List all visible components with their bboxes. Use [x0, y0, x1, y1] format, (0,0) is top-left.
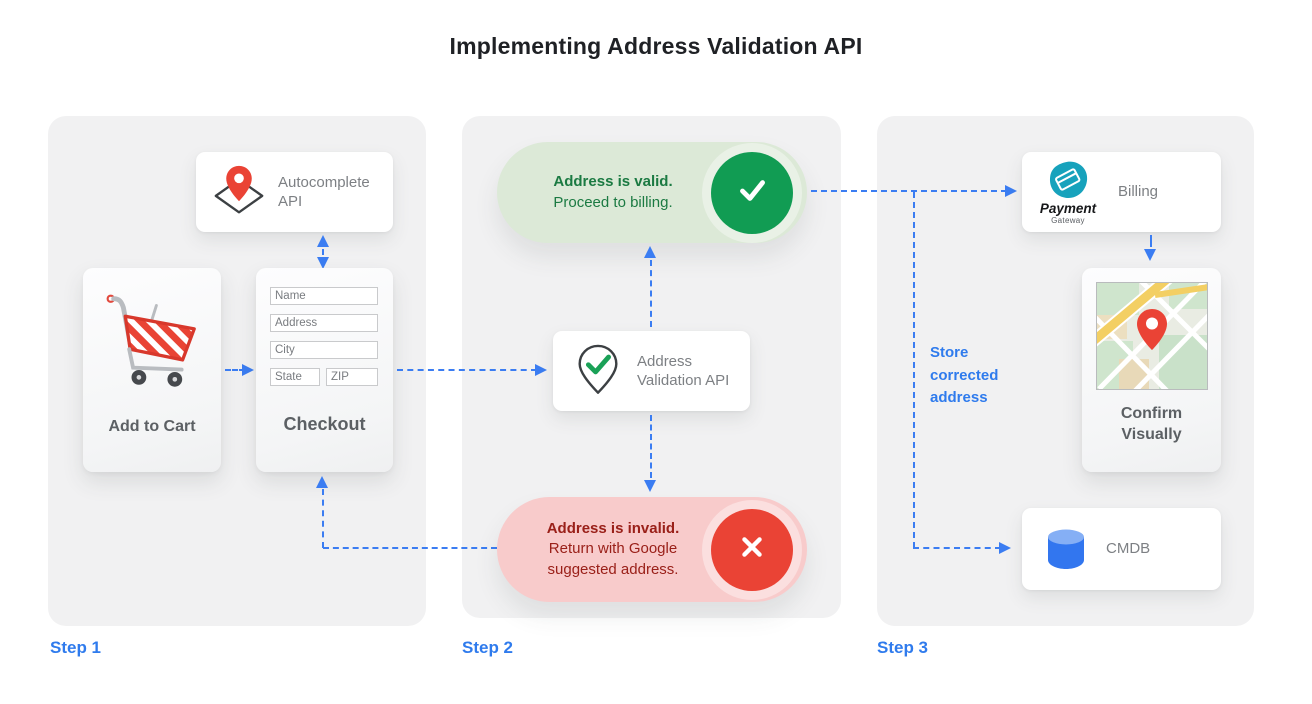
step3-label: Step 3	[877, 638, 929, 657]
checkout-card: Name Address City State ZIP Checkout	[256, 268, 393, 472]
arrow-store-to-cmdb	[999, 541, 1011, 554]
connector-validation-invalid	[650, 415, 652, 478]
payment-logo-subtitle: Gateway	[1051, 215, 1085, 225]
validation-pin-icon	[571, 342, 625, 400]
valid-pill-title: Address is valid.	[553, 173, 673, 191]
connector-cart-checkout	[225, 369, 245, 371]
billing-label: Billing	[1118, 183, 1159, 201]
connector-valid-billing	[811, 190, 1007, 192]
shopping-cart-icon	[96, 290, 208, 395]
store-corrected-address-note: Store corrected address	[930, 344, 999, 406]
connector-store-branch-h	[913, 547, 1001, 549]
database-icon	[1042, 525, 1090, 573]
invalid-pill-subtitle: Return with Google suggested address.	[547, 540, 679, 578]
checkout-state-field: State	[270, 368, 320, 386]
connector-autocomplete-checkout	[322, 249, 324, 255]
confirm-visually-label: Confirm Visually	[1120, 405, 1183, 444]
arrow-invalid-to-checkout	[316, 476, 328, 488]
arrow-valid-to-billing	[1005, 184, 1017, 197]
arrow-checkout-to-validation	[535, 363, 547, 376]
address-valid-pill: Address is valid. Proceed to billing.	[497, 142, 807, 243]
add-to-cart-card: Add to Cart	[83, 268, 221, 472]
arrow-billing-to-confirm	[1144, 249, 1156, 261]
invalid-pill-title: Address is invalid.	[546, 520, 680, 538]
checkout-city-field: City	[270, 341, 378, 359]
connector-store-branch-v	[913, 192, 915, 548]
validation-api-label: Address Validation API	[637, 352, 730, 390]
address-invalid-pill: Address is invalid. Return with Google s…	[497, 497, 807, 602]
checkout-address-field: Address	[270, 314, 378, 332]
add-to-cart-label: Add to Cart	[108, 418, 196, 436]
autocomplete-pin-icon	[210, 163, 268, 221]
invalid-badge	[711, 508, 793, 591]
arrow-validation-to-invalid	[644, 480, 656, 492]
valid-badge	[711, 151, 793, 234]
checkout-label: Checkout	[283, 413, 366, 434]
arrow-down-autocomplete-to-checkout	[317, 257, 329, 269]
map-thumbnail	[1096, 282, 1208, 390]
billing-card: Payment Gateway Billing	[1022, 152, 1221, 232]
validation-api-card: Address Validation API	[553, 331, 750, 411]
connector-billing-confirm	[1150, 235, 1152, 247]
payment-gateway-logo: Payment Gateway	[1034, 160, 1102, 225]
step1-label: Step 1	[50, 638, 102, 657]
connector-validation-valid	[650, 260, 652, 327]
autocomplete-api-card: Autocomplete API	[196, 152, 393, 232]
cmdb-label: CMDB	[1106, 540, 1151, 558]
connector-invalid-return-v	[322, 489, 324, 548]
check-icon	[733, 171, 771, 214]
valid-pill-subtitle: Proceed to billing.	[553, 193, 673, 211]
arrow-cart-to-checkout	[242, 363, 254, 376]
connector-checkout-validation	[397, 369, 537, 371]
connector-invalid-return-h	[323, 547, 497, 549]
checkout-name-field: Name	[270, 287, 378, 305]
arrow-up-checkout-to-autocomplete	[317, 235, 329, 247]
checkout-zip-field: ZIP	[326, 368, 378, 386]
payment-logo-title: Payment	[1039, 200, 1097, 216]
page-title: Implementing Address Validation API	[449, 33, 863, 59]
arrow-validation-to-valid	[644, 246, 656, 258]
cmdb-card: CMDB	[1022, 508, 1221, 590]
x-icon	[735, 530, 769, 569]
confirm-visually-card: Confirm Visually	[1082, 268, 1221, 472]
step2-label: Step 2	[462, 638, 514, 657]
autocomplete-api-label: Autocomplete API	[278, 173, 370, 211]
